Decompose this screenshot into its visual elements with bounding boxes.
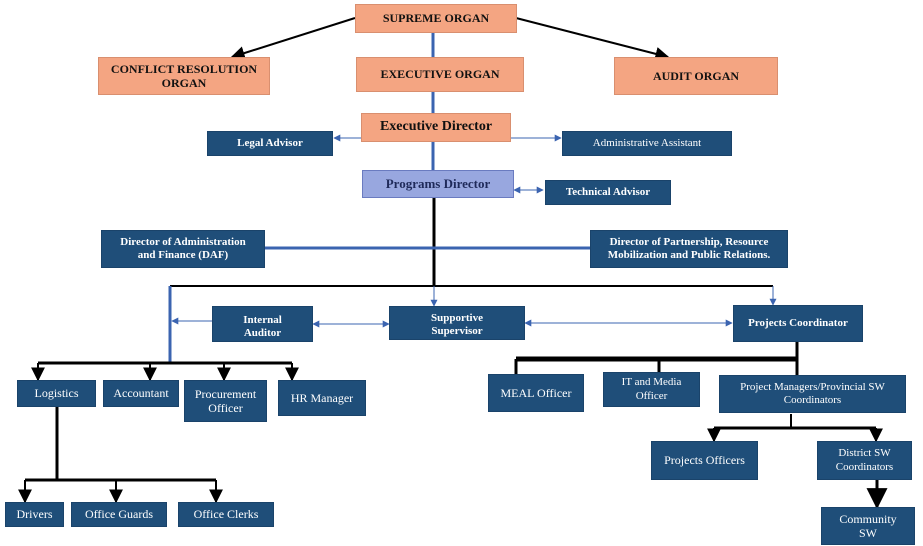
project-managers-box: Project Managers/Provincial SW Coordinat… [719,375,906,413]
administrative-assistant-box: Administrative Assistant [562,131,732,156]
accountant-box: Accountant [103,380,179,407]
procurement-officer-box: Procurement Officer [184,380,267,422]
office-guards-box: Office Guards [71,502,167,527]
it-media-officer-box: IT and Media Officer [603,372,700,407]
arrow-supreme-to-audit [515,17,670,61]
projects-coordinator-box: Projects Coordinator [733,305,863,342]
hr-manager-box: HR Manager [278,380,366,416]
logistics-box: Logistics [17,380,96,407]
drivers-box: Drivers [5,502,64,527]
office-clerks-box: Office Clerks [178,502,274,527]
projects-officers-box: Projects Officers [651,441,758,480]
technical-advisor-box: Technical Advisor [545,180,671,205]
internal-auditor-box: Internal Auditor [212,306,313,342]
community-sw-box: Community SW [821,507,915,545]
meal-officer-box: MEAL Officer [488,374,584,412]
arrow-supreme-to-conflict [230,17,356,60]
audit-organ-box: AUDIT ORGAN [614,57,778,95]
supreme-organ-box: SUPREME ORGAN [355,4,517,33]
daf-box: Director of Administration and Finance (… [101,230,265,268]
programs-director-box: Programs Director [362,170,514,198]
executive-organ-box: EXECUTIVE ORGAN [356,57,524,92]
supportive-supervisor-box: Supportive Supervisor [389,306,525,340]
legal-advisor-box: Legal Advisor [207,131,333,156]
district-sw-coordinators-box: District SW Coordinators [817,441,912,480]
conflict-resolution-organ-box: CONFLICT RESOLUTION ORGAN [98,57,270,95]
partnership-director-box: Director of Partnership, Resource Mobili… [590,230,788,268]
executive-director-box: Executive Director [361,113,511,142]
